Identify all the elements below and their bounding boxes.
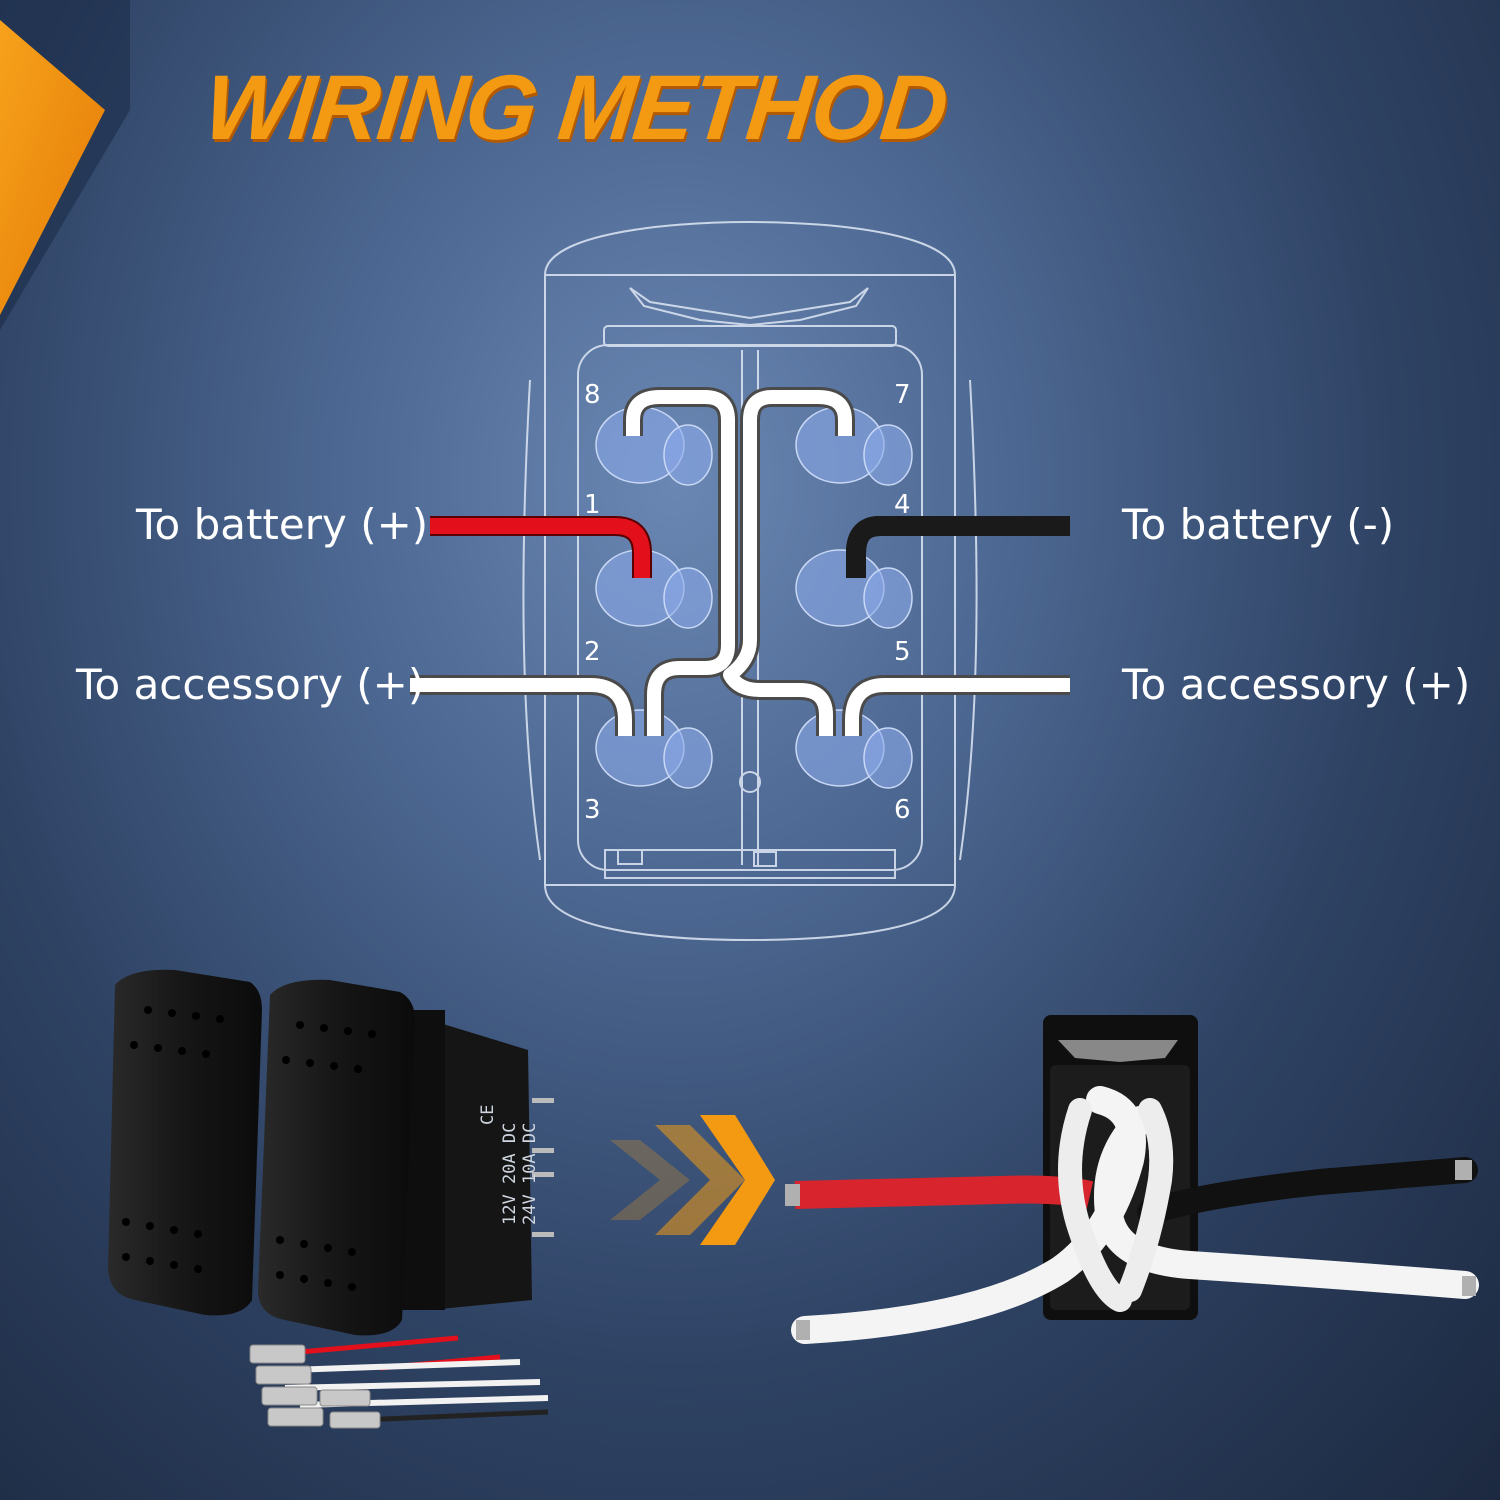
product-spec-line1: 12V 20A DC	[500, 1123, 520, 1225]
corner-accent	[0, 0, 130, 330]
pin-label-6: 6	[894, 795, 911, 825]
pin-label-3: 3	[584, 795, 601, 825]
label-accessory-left: To accessory (+)	[76, 660, 425, 709]
pin-label-5: 5	[894, 637, 911, 667]
label-accessory-right: To accessory (+)	[1122, 660, 1471, 709]
terminal-8	[595, 406, 713, 486]
label-battery-negative: To battery (-)	[1122, 500, 1395, 549]
jumper-wires	[410, 387, 1070, 736]
pin-label-1: 1	[584, 490, 601, 520]
product-cert-mark: CE	[478, 1105, 498, 1125]
page-title: WIRING METHOD	[199, 57, 951, 159]
connector-bundle	[249, 1335, 549, 1429]
terminal-1	[595, 549, 713, 629]
arrow-icon	[610, 1115, 775, 1245]
product-spec-line2: 24V 10A DC	[520, 1123, 540, 1225]
pin-label-8: 8	[584, 380, 601, 410]
pin-label-4: 4	[894, 490, 911, 520]
wire-battery-positive	[430, 518, 650, 578]
terminal-7	[795, 406, 913, 486]
rocker-switch-product: 12V 20A DC 24V 10A DC CE	[108, 969, 554, 1429]
pin-label-7: 7	[894, 380, 911, 410]
wire-battery-negative	[846, 516, 1070, 578]
wired-switch-product	[785, 1015, 1479, 1344]
pin-label-2: 2	[584, 637, 601, 667]
label-battery-positive: To battery (+)	[136, 500, 429, 549]
